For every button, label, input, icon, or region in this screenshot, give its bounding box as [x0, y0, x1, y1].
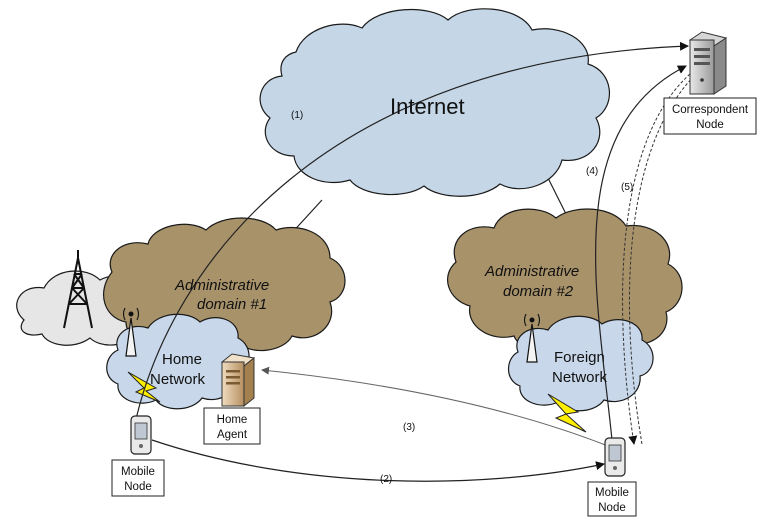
home-access-point-icon	[122, 307, 140, 357]
home-network-label-line1: Home	[162, 351, 202, 368]
home-network-label-line2: Network	[150, 371, 206, 388]
correspondent-label-box	[663, 97, 757, 135]
mobile-phone-home-icon	[130, 415, 152, 455]
mobile-home-label-box	[111, 459, 165, 497]
foreign-access-point-icon	[523, 313, 541, 363]
correspondent-label-line2: Node	[696, 119, 724, 131]
step-5-label: (5)	[621, 182, 633, 193]
flow-1-arrow	[133, 41, 689, 429]
correspondent-label-line1: Correspondent	[672, 104, 749, 116]
home-wireless-bolt-icon	[127, 371, 161, 403]
mobile-foreign-label-line2: Node	[598, 502, 626, 514]
home-agent-label-box	[203, 407, 261, 445]
admin-domain-2-cloud	[447, 208, 683, 354]
flow-2-arrow	[151, 439, 605, 482]
server-icon	[688, 31, 728, 95]
mobile-phone-foreign-icon	[604, 437, 626, 477]
foreign-network-label-line2: Network	[552, 369, 608, 386]
internet-label: Internet	[390, 94, 465, 119]
step-1-label: (1)	[291, 110, 303, 121]
internet-cloud	[259, 8, 610, 197]
admin1-label-line2: domain #1	[197, 296, 267, 313]
mobile-foreign-label-box	[587, 481, 637, 517]
flow-4-arrow	[595, 65, 687, 441]
mobile-home-label-line2: Node	[124, 481, 152, 493]
foreign-wireless-bolt-icon	[547, 393, 587, 433]
home-agent-icon	[220, 353, 256, 408]
flow-3-arrow	[261, 366, 609, 447]
step-2-label: (2)	[380, 474, 392, 485]
admin2-label-line2: domain #2	[503, 283, 574, 300]
foreign-network-label-line1: Foreign	[554, 349, 605, 366]
foreign-network-cloud	[507, 315, 654, 412]
home-agent-label-line2: Agent	[217, 429, 248, 441]
admin2-label-line1: Administrative	[484, 263, 579, 280]
step-3-label: (3)	[403, 422, 415, 433]
mobile-foreign-label-line1: Mobile	[595, 487, 629, 499]
admin1-label-line1: Administrative	[174, 277, 269, 294]
home-agent-label-line1: Home	[217, 414, 248, 426]
radio-tower-icon	[63, 250, 93, 329]
flow-5-arrow	[622, 73, 691, 445]
step-4-label: (4)	[586, 166, 598, 177]
mobile-home-label-line1: Mobile	[121, 466, 155, 478]
